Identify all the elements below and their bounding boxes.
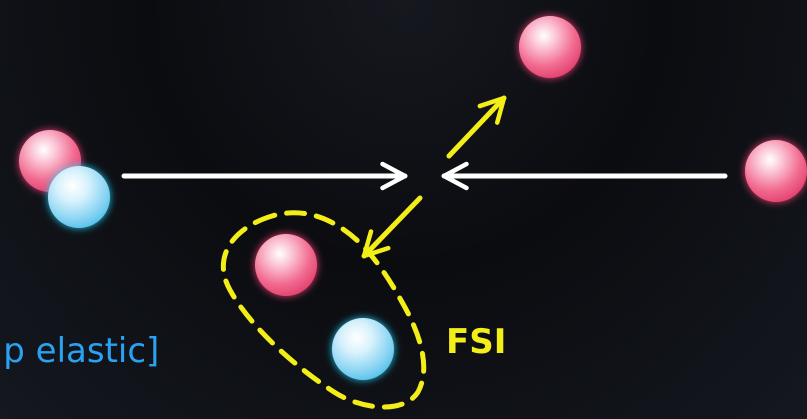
- outgoing-proton-arrow-down: [361, 195, 423, 259]
- deuteron-projectile: [19, 130, 110, 228]
- proton-ball-fsi: [255, 234, 317, 296]
- neutron-ball-projectile: [48, 166, 110, 228]
- fsi-label: FSI: [446, 322, 507, 362]
- outgoing-proton-arrow-up: [446, 95, 507, 159]
- reaction-label: [p elastic]: [0, 331, 160, 371]
- fsi-dashed-outline: [220, 210, 427, 410]
- proton-ball-target: [745, 140, 807, 202]
- neutron-ball-fsi: [332, 318, 394, 380]
- proton-ball-scattered: [519, 16, 581, 78]
